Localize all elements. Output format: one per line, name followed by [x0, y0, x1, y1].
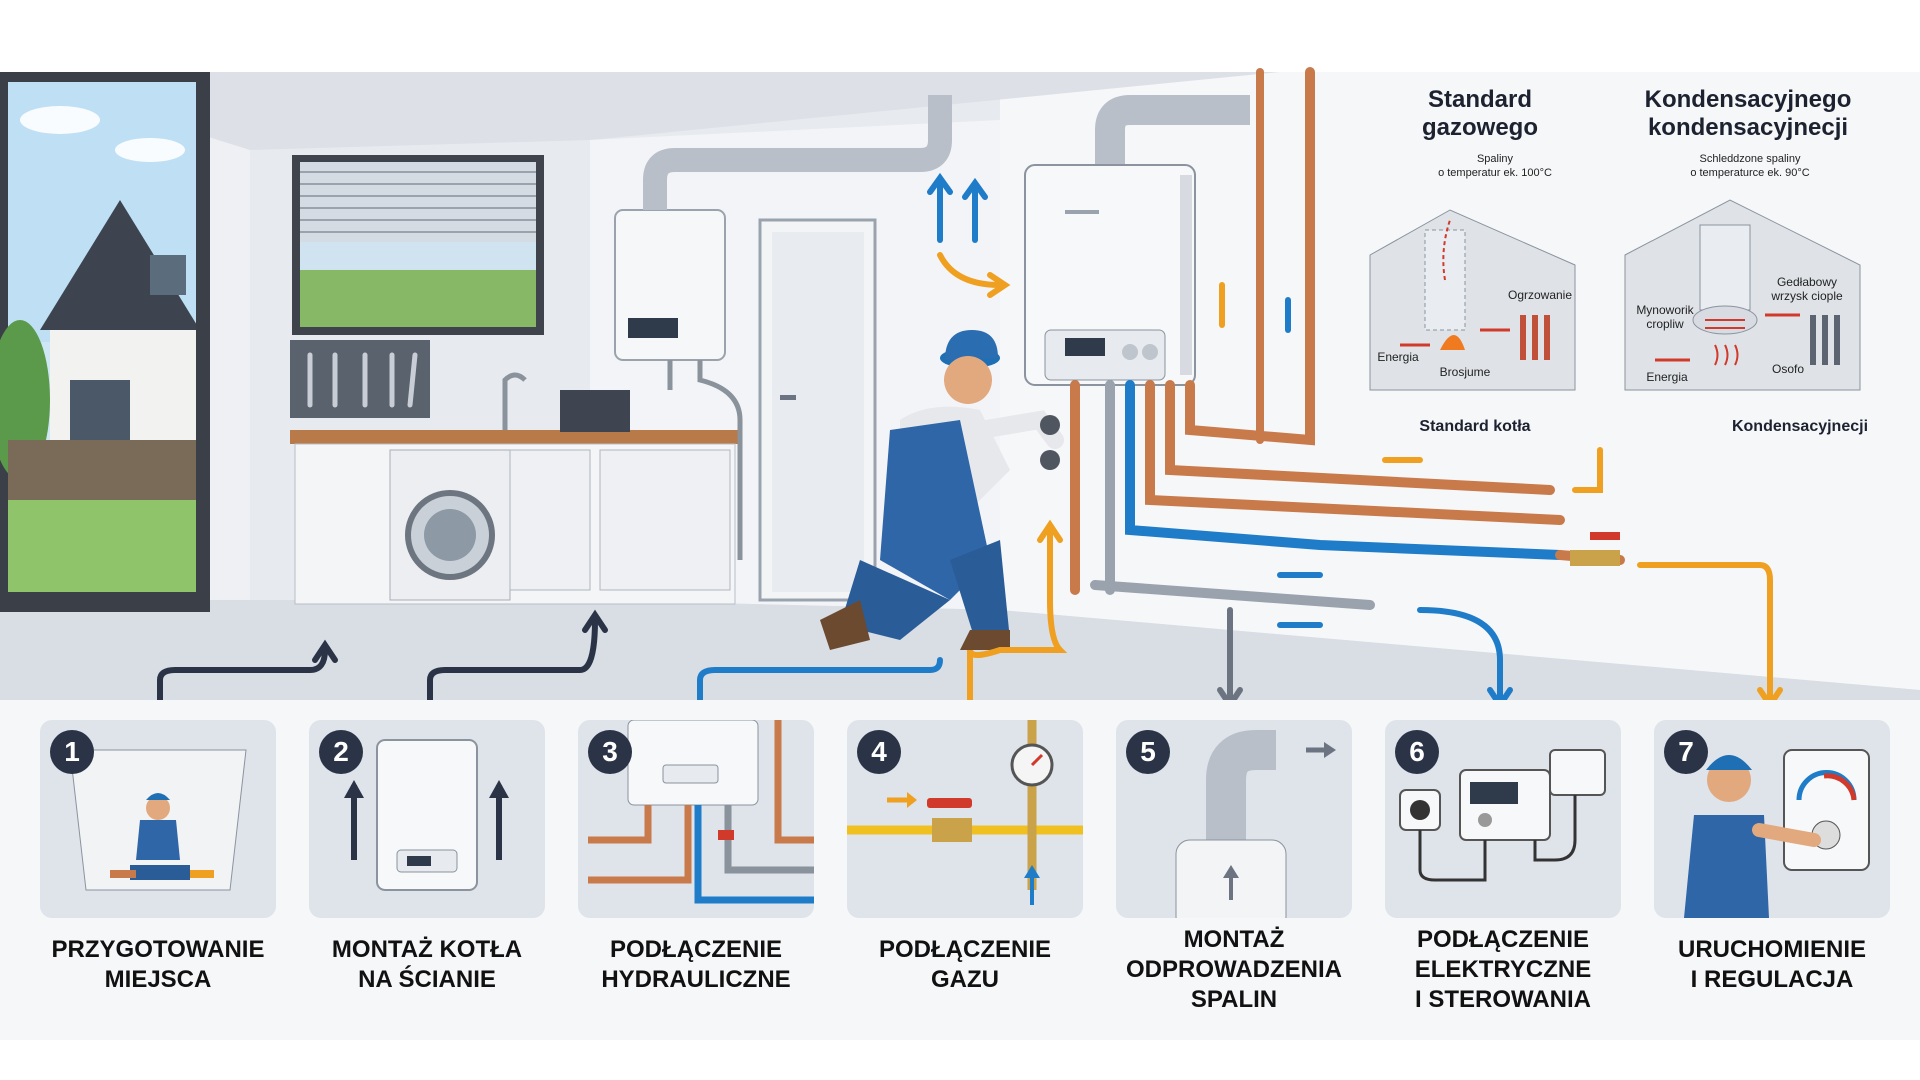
step-title-5: MONTAŻ ODPROWADZENIA SPALIN [1126, 926, 1342, 1013]
step-number: 4 [857, 730, 901, 774]
step-title-3: PODŁĄCZENIE HYDRAULICZNE [601, 936, 791, 993]
small-wall-boiler [614, 95, 952, 560]
flow-arrows [157, 172, 1783, 711]
step-number: 5 [1126, 730, 1170, 774]
step-title-6: PODŁĄCZENIE ELEKTRYCZNE I STEROWANIA [1414, 926, 1592, 1013]
standard-bottom-label: Brosjume [1439, 365, 1491, 379]
standard-energy-label: Energia [1377, 350, 1419, 364]
step-card-2: 2 [309, 720, 545, 918]
step-title-2: MONTAŻ KOTŁA NA ŚCIANIE [331, 936, 523, 993]
boiler-comparison-panel [1369, 199, 1861, 391]
worker-preparing-icon [69, 749, 247, 891]
step-number: 6 [1395, 730, 1439, 774]
step-title-7: URUCHOMIENIE I REGULACJA [1677, 936, 1866, 993]
technician [820, 330, 1064, 650]
pipes-icon [588, 720, 814, 904]
step-card-4: 4 [847, 720, 1083, 918]
electrical-control-icon [1399, 749, 1606, 882]
step-title-4: PODŁĄCZENIE GAZU [878, 936, 1051, 993]
step-card-3: 3 [578, 720, 814, 918]
condensing-boiler-footer: Kondensacyjnecji [1731, 418, 1869, 435]
step-title-1: PRZYGOTOWANIE MIEJSCA [51, 936, 265, 993]
step-number: 2 [319, 730, 363, 774]
standard-heating-label: Ogrzowanie [1507, 288, 1573, 302]
step-card-7: 7 [1654, 720, 1890, 918]
condensing-bottom-label: Osofo [1771, 362, 1804, 376]
garden-window [0, 72, 210, 612]
tool-board [290, 340, 430, 418]
thermostat-adjust-icon [1684, 749, 1870, 918]
condensing-left-label: Mynoworik cropliw [1636, 303, 1694, 331]
pipe-network [1070, 67, 1625, 610]
condensing-top-right-label: Gedłabowy wrzysk ciople [1771, 275, 1843, 303]
door [758, 218, 877, 602]
kitchen-counter [290, 372, 740, 605]
step-number: 1 [50, 730, 94, 774]
main-boiler [1024, 95, 1250, 386]
step-number: 7 [1664, 730, 1708, 774]
gas-valve-icon [847, 720, 1083, 905]
boiler-mount-icon [344, 739, 509, 891]
step-card-6: 6 [1385, 720, 1621, 918]
condensing-boiler-title: Kondensacyjnego kondensacyjnecji [1644, 86, 1852, 141]
standard-boiler-footer: Standard kotła [1419, 418, 1531, 435]
step-card-5: 5 [1116, 720, 1352, 918]
standard-boiler-title: Standard gazowego [1421, 86, 1538, 141]
flue-pipe-icon [1175, 730, 1336, 918]
condensing-flue-note: Schleddzone spaliny o temperaturce ek. 9… [1690, 153, 1810, 179]
step-number: 3 [588, 730, 632, 774]
standard-flue-note: Spaliny o temperatur ek. 100°C [1438, 153, 1552, 179]
step-card-1: 1 [40, 720, 276, 918]
blinds-window [292, 155, 544, 335]
condensing-energy-label: Energia [1646, 370, 1688, 384]
